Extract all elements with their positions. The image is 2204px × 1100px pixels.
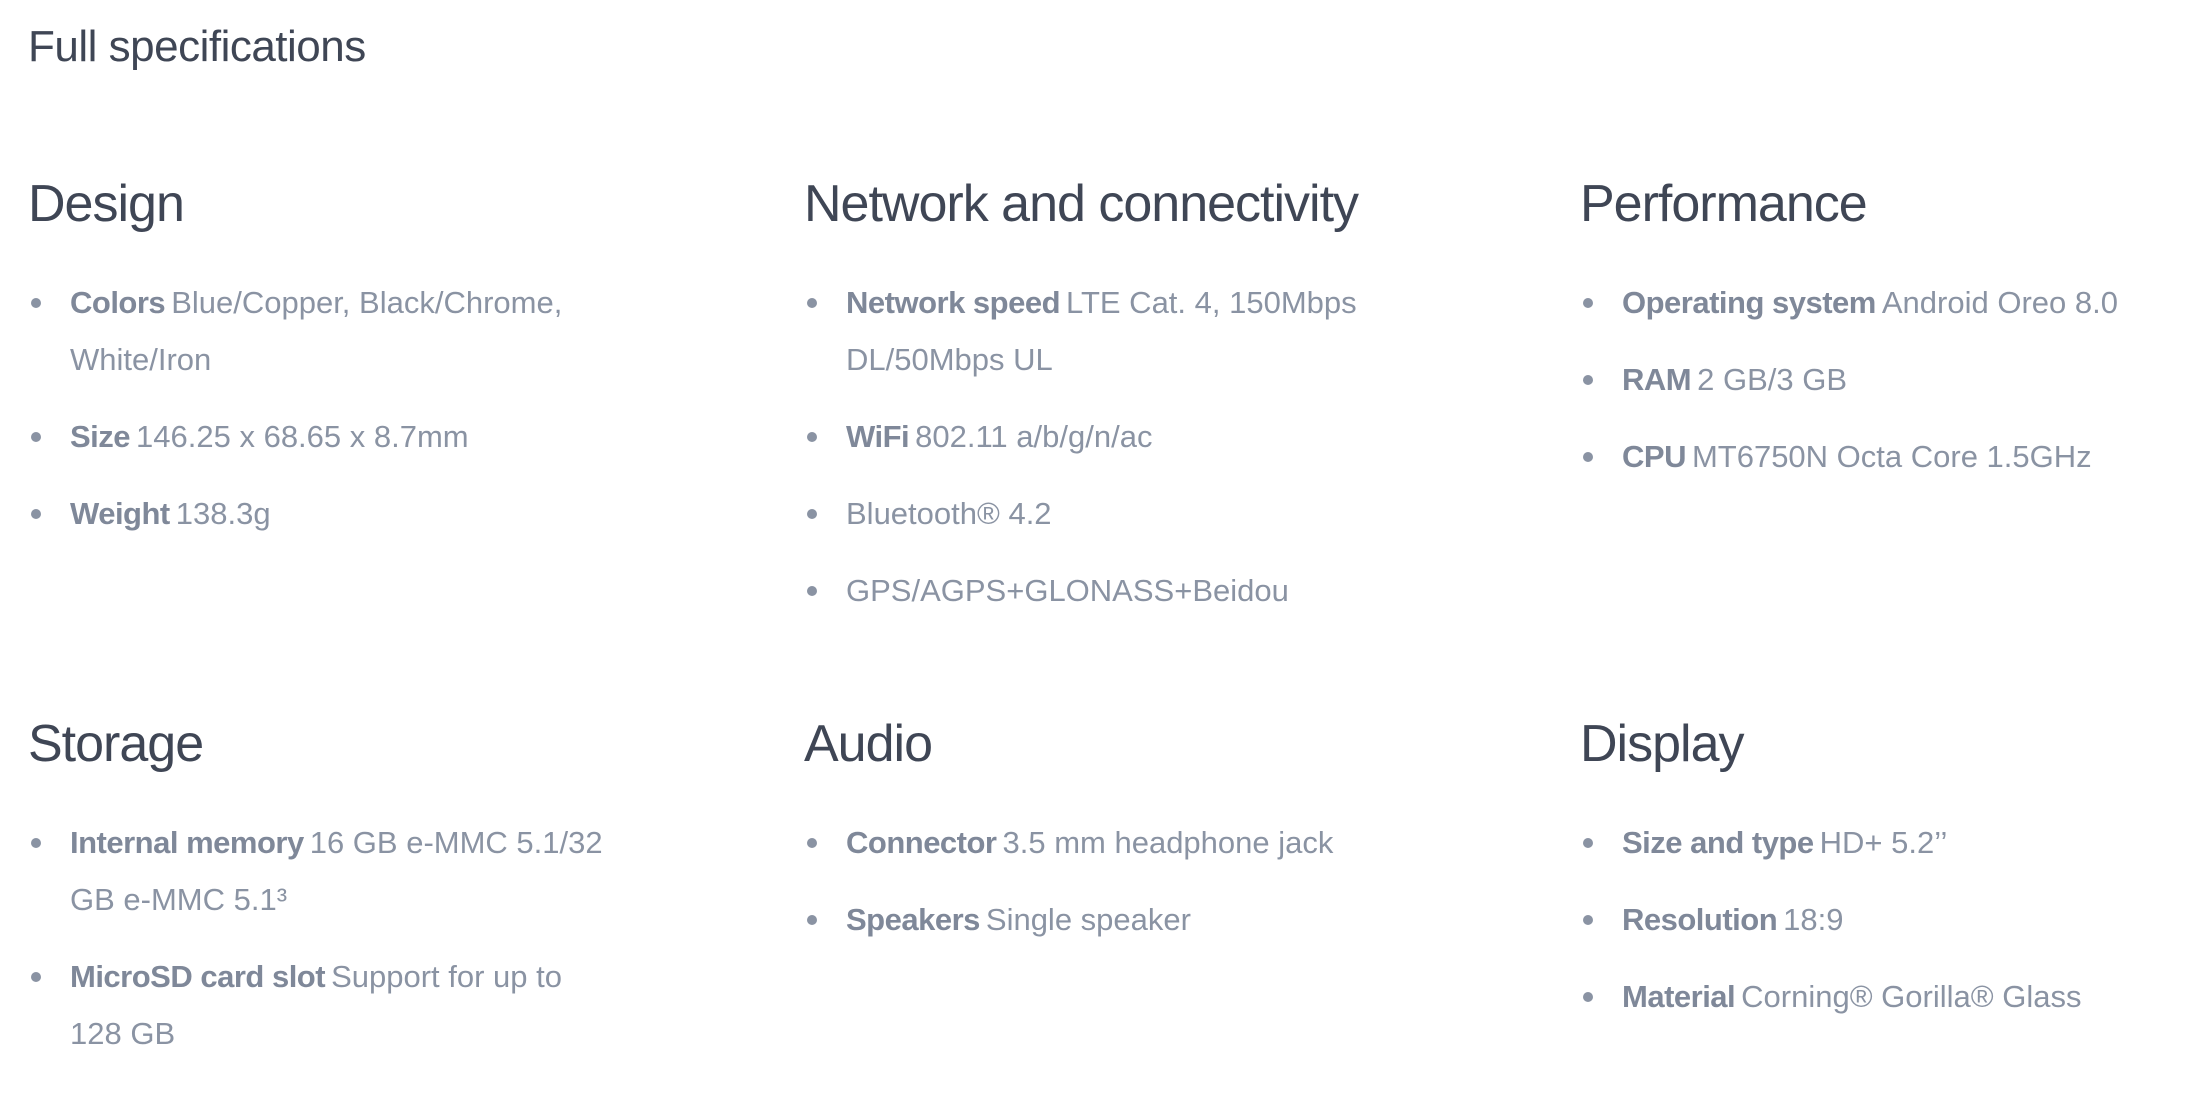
spec-value: MT6750N Octa Core 1.5GHz bbox=[1691, 439, 2092, 474]
spec-item: Bluetooth® 4.2 bbox=[804, 485, 1386, 542]
spec-value: 16 GB e-MMC 5.1/32 GB e-MMC 5.1³ bbox=[70, 825, 603, 917]
bullet-icon bbox=[807, 432, 817, 442]
bullet-icon bbox=[807, 915, 817, 925]
bullet-icon bbox=[1583, 838, 1593, 848]
bullet-icon bbox=[807, 509, 817, 519]
spec-label: CPU bbox=[1622, 439, 1686, 474]
spec-value: GPS/AGPS+GLONASS+Beidou bbox=[846, 573, 1289, 608]
spec-item: GPS/AGPS+GLONASS+Beidou bbox=[804, 562, 1386, 619]
spec-label: RAM bbox=[1622, 362, 1692, 397]
spec-value: 2 GB/3 GB bbox=[1697, 362, 1848, 397]
section-heading: Display bbox=[1580, 715, 1745, 773]
spec-label: Size and type bbox=[1622, 825, 1814, 860]
bullet-icon bbox=[807, 586, 817, 596]
spec-value: 802.11 a/b/g/n/ac bbox=[915, 419, 1153, 454]
spec-label: MicroSD card slot bbox=[70, 959, 326, 994]
spec-label: WiFi bbox=[846, 419, 910, 454]
spec-value: Single speaker bbox=[985, 902, 1191, 937]
bullet-icon bbox=[31, 432, 41, 442]
section-heading: Design bbox=[28, 175, 185, 233]
spec-value: 3.5 mm headphone jack bbox=[1002, 825, 1334, 860]
spec-value: Bluetooth® 4.2 bbox=[846, 496, 1052, 531]
spec-value: 146.25 x 68.65 x 8.7mm bbox=[136, 419, 469, 454]
spec-label: Resolution bbox=[1622, 902, 1778, 937]
spec-label: Internal memory bbox=[70, 825, 304, 860]
section-heading: Storage bbox=[28, 715, 204, 773]
spec-label: Operating system bbox=[1622, 285, 1876, 320]
section-heading: Audio bbox=[804, 715, 933, 773]
bullet-icon bbox=[1583, 375, 1593, 385]
spec-value: Corning® Gorilla® Glass bbox=[1741, 979, 2082, 1014]
spec-label: Colors bbox=[70, 285, 166, 320]
bullet-icon bbox=[31, 972, 41, 982]
bullet-icon bbox=[31, 509, 41, 519]
spec-label: Material bbox=[1622, 979, 1736, 1014]
spec-value: HD+ 5.2’’ bbox=[1819, 825, 1948, 860]
bullet-icon bbox=[807, 298, 817, 308]
bullet-icon bbox=[1583, 992, 1593, 1002]
spec-value: Support for up to 128 GB bbox=[70, 959, 562, 1051]
bullet-icon bbox=[1583, 298, 1593, 308]
spec-label: Connector bbox=[846, 825, 997, 860]
spec-label: Size bbox=[70, 419, 131, 454]
spec-label: Network speed bbox=[846, 285, 1061, 320]
bullet-icon bbox=[1583, 915, 1593, 925]
spec-value: Android Oreo 8.0 bbox=[1881, 285, 2118, 320]
spec-value: LTE Cat. 4, 150Mbps DL/50Mbps UL bbox=[846, 285, 1357, 377]
spec-value: 138.3g bbox=[175, 496, 271, 531]
section-heading: Network and connectivity bbox=[804, 175, 1359, 233]
bullet-icon bbox=[31, 298, 41, 308]
spec-label: Weight bbox=[70, 496, 170, 531]
page-title: Full specifications bbox=[28, 22, 366, 71]
spec-value: Blue/Copper, Black/Chrome, White/Iron bbox=[70, 285, 563, 377]
bullet-icon bbox=[807, 838, 817, 848]
spec-value: 18:9 bbox=[1783, 902, 1844, 937]
bullet-icon bbox=[31, 838, 41, 848]
spec-label: Speakers bbox=[846, 902, 980, 937]
bullet-icon bbox=[1583, 452, 1593, 462]
section-heading: Performance bbox=[1580, 175, 1868, 233]
